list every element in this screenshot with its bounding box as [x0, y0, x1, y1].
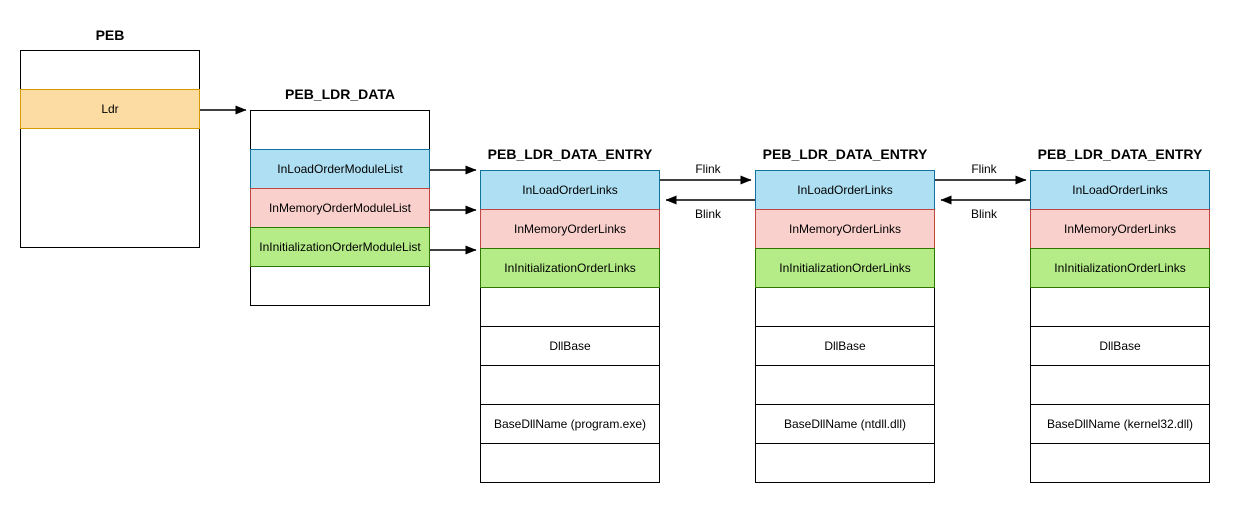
blink-label-2: Blink: [970, 207, 997, 221]
entry-1-row-empty-1: [480, 287, 660, 327]
entry-1-row-inmemoryorderlinks: InMemoryOrderLinks: [480, 209, 660, 249]
entry-1-row-empty-3: [480, 443, 660, 483]
entry-2-row-dllbase: DllBase: [755, 326, 935, 366]
blink-label-1: Blink: [694, 207, 721, 221]
entry-1-row-basedllname: BaseDllName (program.exe): [480, 404, 660, 444]
ldr-data-row-ininitializationordermodulelist: InInitializationOrderModuleList: [250, 227, 430, 267]
entry-3-row-ininitializationorderlinks: InInitializationOrderLinks: [1030, 248, 1210, 288]
peb-ldr-data-box: InLoadOrderModuleList InMemoryOrderModul…: [250, 110, 430, 306]
ldr-data-row-inmemoryordermodulelist: InMemoryOrderModuleList: [250, 188, 430, 228]
peb-box: Ldr: [20, 50, 200, 248]
flink-label-2: Flink: [971, 162, 997, 176]
entry-1-row-dllbase: DllBase: [480, 326, 660, 366]
ldr-entry-1-box: InLoadOrderLinks InMemoryOrderLinks InIn…: [480, 170, 660, 483]
ldr-entry-3-box: InLoadOrderLinks InMemoryOrderLinks InIn…: [1030, 170, 1210, 483]
entry-3-row-basedllname: BaseDllName (kernel32.dll): [1030, 404, 1210, 444]
ldr-data-row-inloadordermodulelist: InLoadOrderModuleList: [250, 149, 430, 189]
entry-2-row-empty-3: [755, 443, 935, 483]
ldr-data-row-empty-bottom: [250, 266, 430, 306]
ldr-entry-2-box: InLoadOrderLinks InMemoryOrderLinks InIn…: [755, 170, 935, 483]
entry-2-row-ininitializationorderlinks: InInitializationOrderLinks: [755, 248, 935, 288]
entry-1-row-empty-2: [480, 365, 660, 405]
ldr-entry-1-title: PEB_LDR_DATA_ENTRY: [487, 146, 653, 162]
entry-2-row-inloadorderlinks: InLoadOrderLinks: [755, 170, 935, 210]
entry-2-row-inmemoryorderlinks: InMemoryOrderLinks: [755, 209, 935, 249]
flink-label-1: Flink: [695, 162, 721, 176]
peb-row-empty-top: [20, 50, 200, 90]
peb-title: PEB: [95, 27, 125, 43]
entry-3-row-empty-1: [1030, 287, 1210, 327]
entry-1-row-inloadorderlinks: InLoadOrderLinks: [480, 170, 660, 210]
peb-ldr-data-title: PEB_LDR_DATA: [285, 86, 395, 102]
entry-3-row-inloadorderlinks: InLoadOrderLinks: [1030, 170, 1210, 210]
ldr-entry-2-title: PEB_LDR_DATA_ENTRY: [762, 146, 928, 162]
ldr-data-row-empty-top: [250, 110, 430, 150]
entry-2-row-basedllname: BaseDllName (ntdll.dll): [755, 404, 935, 444]
ldr-entry-3-title: PEB_LDR_DATA_ENTRY: [1037, 146, 1203, 162]
entry-3-row-empty-2: [1030, 365, 1210, 405]
peb-row-empty-bottom: [20, 128, 200, 248]
entry-3-row-dllbase: DllBase: [1030, 326, 1210, 366]
entry-3-row-empty-3: [1030, 443, 1210, 483]
entry-2-row-empty-1: [755, 287, 935, 327]
entry-2-row-empty-2: [755, 365, 935, 405]
entry-1-row-ininitializationorderlinks: InInitializationOrderLinks: [480, 248, 660, 288]
entry-3-row-inmemoryorderlinks: InMemoryOrderLinks: [1030, 209, 1210, 249]
peb-row-ldr: Ldr: [20, 89, 200, 129]
